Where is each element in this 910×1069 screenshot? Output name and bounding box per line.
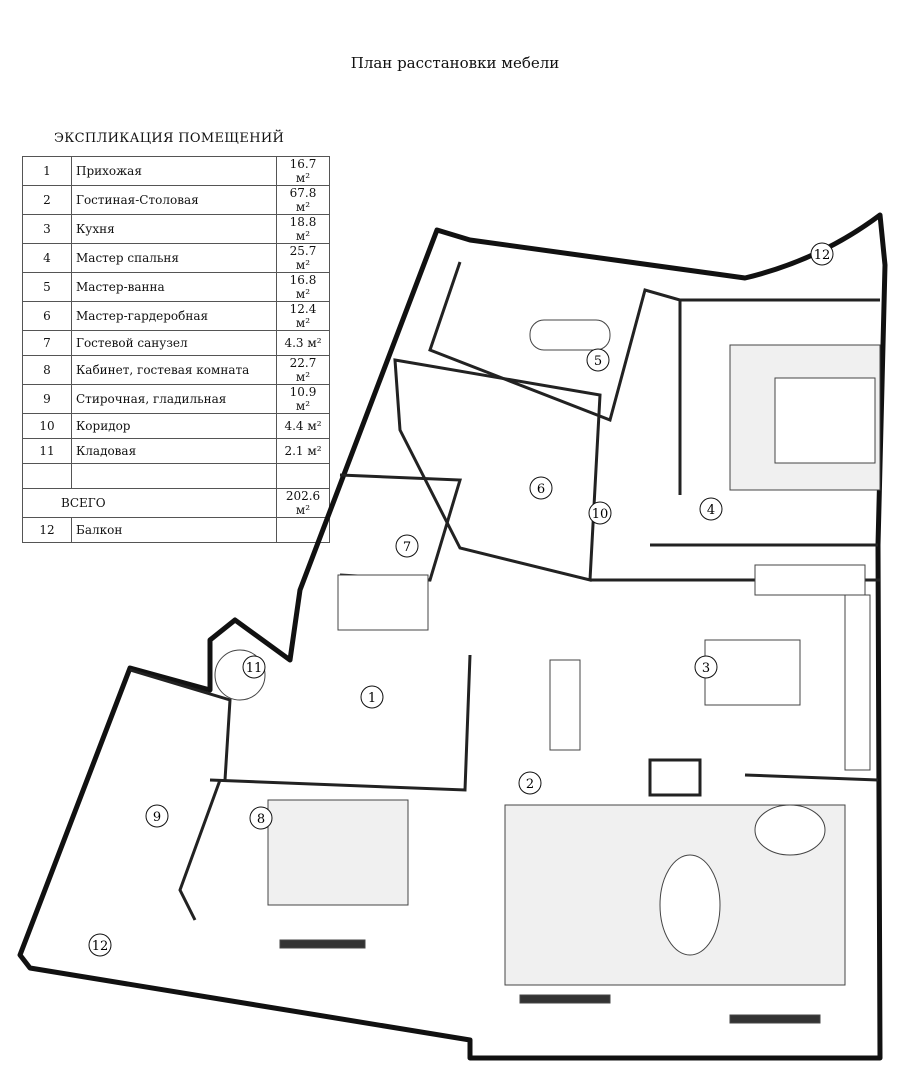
sofa-round (754, 804, 826, 856)
room-number: 8 (22, 355, 72, 385)
explication-title: ЭКСПЛИКАЦИЯ ПОМЕЩЕНИЙ (54, 131, 285, 146)
sheet-title: План расстановки мебели (350, 54, 560, 72)
radiator (729, 1014, 821, 1024)
dining-table (549, 659, 581, 751)
furniture (214, 319, 881, 1024)
room-area: 22.7 м² (276, 355, 330, 385)
room-marker-label: 12 (814, 248, 831, 263)
room-marker (360, 685, 384, 709)
room-area: 4.4 м² (276, 413, 330, 439)
room-area: 16.8 м² (276, 272, 330, 302)
total-area: 202.6 м² (276, 488, 330, 518)
coffee-table (659, 854, 721, 956)
room-number: 12 (22, 517, 72, 543)
room-marker (242, 655, 266, 679)
study-rug (267, 799, 409, 906)
room-area: 10.9 м² (276, 384, 330, 414)
bed (774, 377, 876, 464)
kitchen-island (704, 639, 801, 706)
room-marker (145, 804, 169, 828)
room-name: Балкон (71, 517, 277, 543)
room-marker (694, 655, 718, 679)
room-name: Прихожая (71, 156, 277, 186)
radiator (519, 994, 611, 1004)
room-marker-label: 3 (702, 661, 710, 676)
room-marker (518, 771, 542, 795)
room-marker-label: 12 (92, 939, 109, 954)
room-area: 25.7 м² (276, 243, 330, 273)
total-label: ВСЕГО (22, 488, 277, 518)
room-marker-label: 2 (526, 777, 534, 792)
room-marker-label: 4 (707, 503, 715, 518)
room-marker-label: 1 (368, 691, 376, 706)
room-name: Кабинет, гостевая комната (71, 355, 277, 385)
room-marker (249, 806, 273, 830)
room-marker (395, 534, 419, 558)
radiator (279, 939, 366, 949)
kitchen-counter-side (844, 594, 871, 771)
room-area: 67.8 м² (276, 185, 330, 215)
room-marker-label: 5 (594, 354, 602, 369)
room-name: Коридор (71, 413, 277, 439)
room-number: 7 (22, 330, 72, 356)
room-area: 4.3 м² (276, 330, 330, 356)
bathtub (529, 319, 611, 351)
room-number: 9 (22, 384, 72, 414)
room-marker-label: 9 (153, 810, 161, 825)
room-area: 12.4 м² (276, 301, 330, 331)
room-marker (588, 501, 612, 525)
room-name: Мастер-ванна (71, 272, 277, 302)
room-number: 1 (22, 156, 72, 186)
room-area: 18.8 м² (276, 214, 330, 244)
outer-walls (17, 212, 888, 1061)
room-marker (699, 497, 723, 521)
explication-empty-row (22, 463, 330, 489)
room-marker-label: 10 (592, 507, 609, 522)
room-number: 2 (22, 185, 72, 215)
wardrobe (337, 574, 429, 631)
room-marker-label: 11 (246, 661, 263, 676)
room-marker-label: 6 (537, 482, 545, 497)
room-marker-label: 8 (257, 812, 265, 827)
room-number: 10 (22, 413, 72, 439)
room-marker-label: 7 (403, 540, 411, 555)
room-name: Мастер спальня (71, 243, 277, 273)
kitchen-counter-top (754, 564, 866, 596)
room-marker (810, 242, 834, 266)
room-marker (88, 933, 112, 957)
room-number: 5 (22, 272, 72, 302)
room-name: Гостиная-Столовая (71, 185, 277, 215)
room-name: Гостевой санузел (71, 330, 277, 356)
room-marker (529, 476, 553, 500)
room-marker (586, 348, 610, 372)
room-name: Кухня (71, 214, 277, 244)
